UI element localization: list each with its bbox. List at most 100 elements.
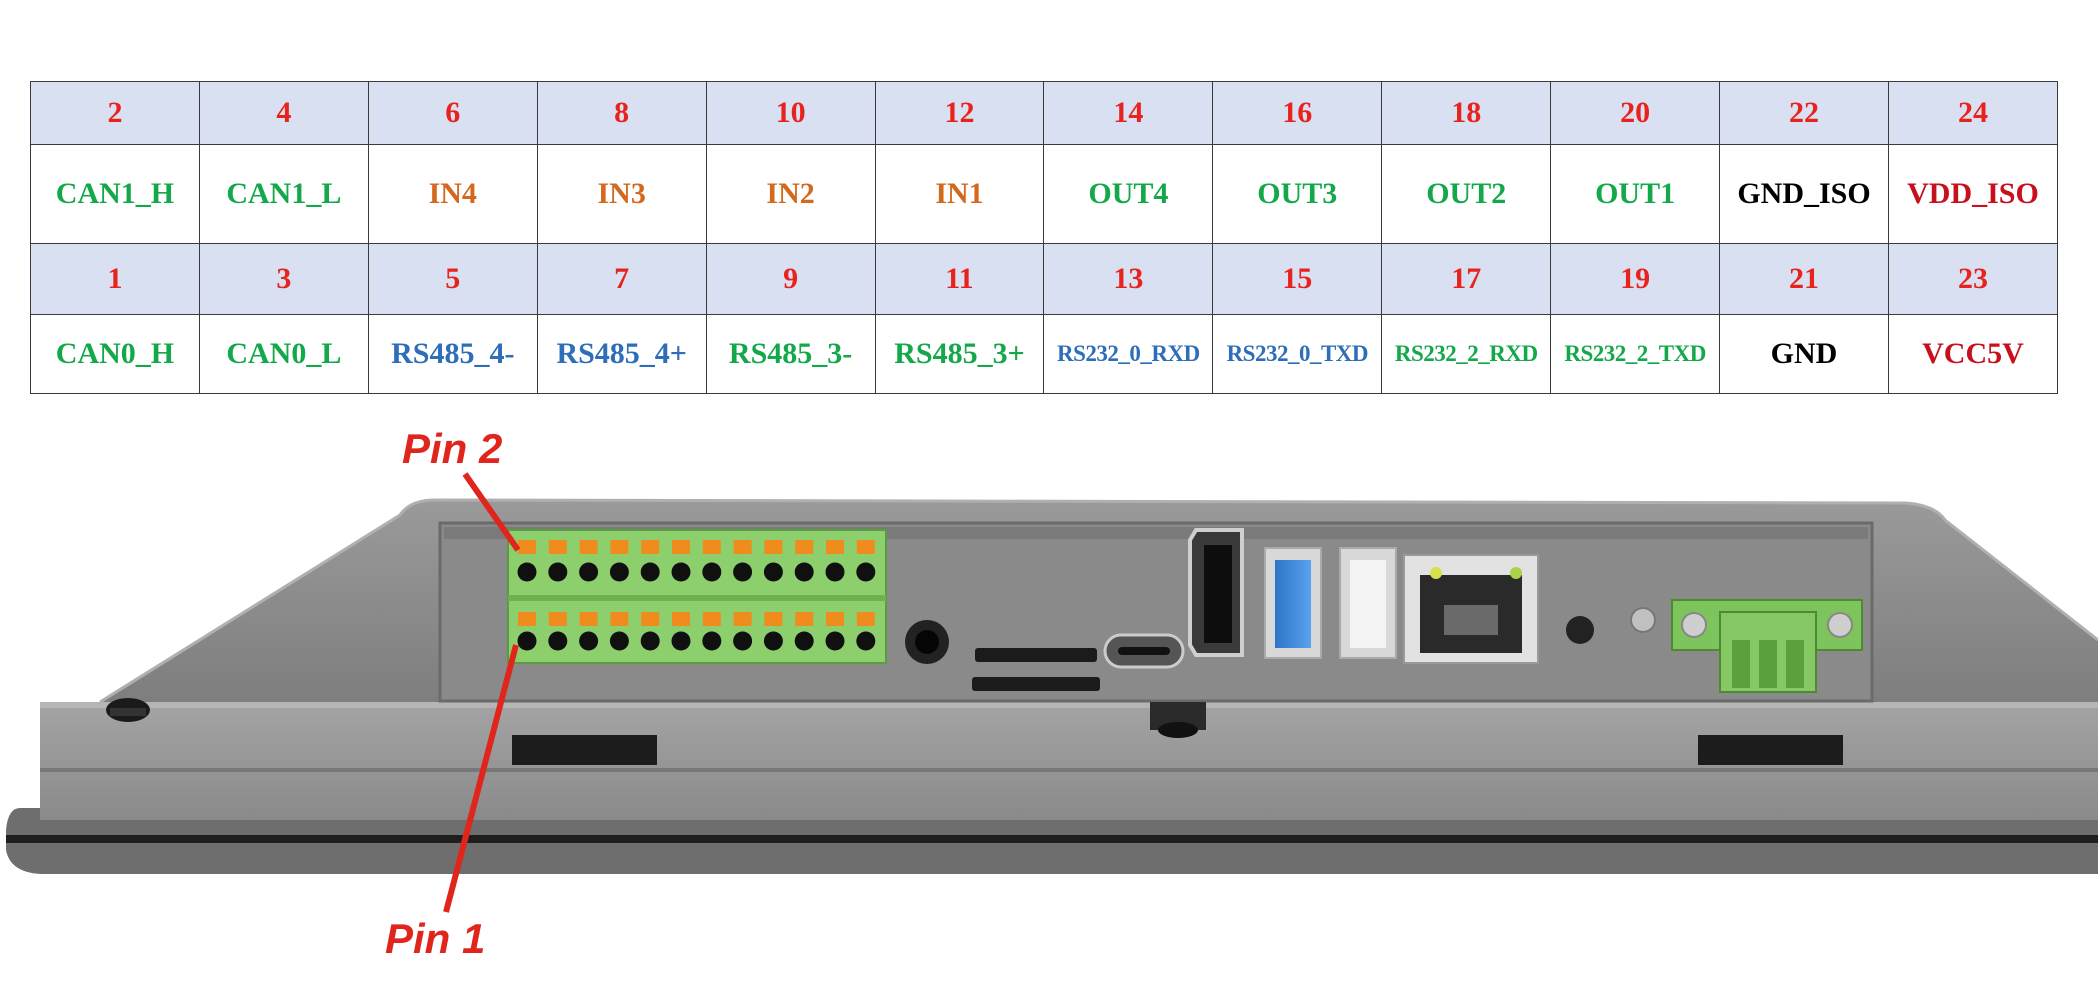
ethernet-port bbox=[1403, 554, 1539, 664]
pin1-leader bbox=[443, 644, 519, 913]
terminal-lever bbox=[610, 612, 629, 626]
pin-number-cell: 20 bbox=[1550, 80, 1721, 146]
terminal-hole bbox=[671, 562, 691, 582]
audio-jack bbox=[905, 620, 949, 664]
terminal-lever bbox=[579, 612, 598, 626]
terminal-lever bbox=[518, 612, 536, 626]
power-terminal bbox=[1671, 599, 1863, 693]
pin-number-cell: 18 bbox=[1381, 80, 1552, 146]
usb2-port bbox=[1339, 547, 1397, 659]
pin-number-cell: 3 bbox=[198, 242, 369, 315]
terminal-lever bbox=[764, 612, 783, 626]
signal-cell: RS232_2_TXD bbox=[1550, 313, 1721, 395]
pin-number-cell: 12 bbox=[874, 80, 1045, 146]
sd-card-slot bbox=[975, 648, 1097, 662]
signal-cell: RS485_4+ bbox=[536, 313, 707, 395]
mount-slot-right bbox=[1698, 735, 1843, 765]
terminal-lever bbox=[702, 540, 721, 554]
terminal-hole bbox=[825, 631, 845, 651]
signal-cell: OUT1 bbox=[1550, 144, 1721, 244]
pin-number-cell: 5 bbox=[367, 242, 538, 315]
terminal-lever bbox=[764, 540, 783, 554]
signal-cell: RS232_0_TXD bbox=[1212, 313, 1383, 395]
pin-number-cell: 7 bbox=[536, 242, 707, 315]
hdmi-port bbox=[1188, 528, 1244, 657]
terminal-hole bbox=[548, 631, 568, 651]
signal-cell: RS232_0_RXD bbox=[1043, 313, 1214, 395]
terminal-hole bbox=[671, 631, 691, 651]
terminal-hole bbox=[856, 562, 876, 582]
pin-number-cell: 23 bbox=[1887, 242, 2059, 315]
even-signal-row: CAN1_H CAN1_L IN4 IN3 IN2 IN1 OUT4 OUT3 … bbox=[30, 144, 2059, 244]
pinout-table: 2 4 6 8 10 12 14 16 18 20 22 24 CAN1_H C… bbox=[30, 80, 2059, 395]
pin-number-cell: 16 bbox=[1212, 80, 1383, 146]
sim-card-slot bbox=[972, 677, 1100, 691]
usb-c-port bbox=[1103, 633, 1185, 669]
terminal-hole bbox=[702, 631, 722, 651]
odd-pin-number-row: 1 3 5 7 9 11 13 15 17 19 21 23 bbox=[30, 242, 2059, 315]
terminal-lever bbox=[641, 612, 660, 626]
terminal-hole bbox=[794, 631, 814, 651]
signal-cell: GND bbox=[1719, 313, 1889, 395]
pin-number-cell: 22 bbox=[1719, 80, 1889, 146]
pin-number-cell: 11 bbox=[874, 242, 1045, 315]
terminal-lever bbox=[795, 540, 814, 554]
pin-number-cell: 9 bbox=[705, 242, 876, 315]
pin2-leader bbox=[462, 472, 521, 552]
pin-number-cell: 8 bbox=[536, 80, 707, 146]
terminal-hole bbox=[517, 562, 537, 582]
terminal-lever bbox=[641, 540, 660, 554]
terminal-hole bbox=[609, 631, 629, 651]
front-bezel-edge bbox=[6, 835, 2098, 843]
terminal-block bbox=[507, 529, 887, 664]
terminal-hole bbox=[733, 631, 753, 651]
signal-cell: GND_ISO bbox=[1719, 144, 1889, 244]
terminal-lever bbox=[733, 540, 752, 554]
terminal-lever bbox=[672, 612, 690, 626]
signal-cell: IN1 bbox=[874, 144, 1045, 244]
pin-number-cell: 1 bbox=[30, 242, 200, 315]
signal-cell: RS485_3+ bbox=[874, 313, 1045, 395]
signal-cell: RS485_3- bbox=[705, 313, 876, 395]
terminal-hole bbox=[763, 631, 783, 651]
terminal-lever bbox=[610, 540, 629, 554]
terminal-lever bbox=[733, 612, 752, 626]
center-screw bbox=[1150, 702, 1206, 738]
pin2-callout: Pin 2 bbox=[402, 425, 503, 472]
terminal-lever bbox=[518, 540, 536, 554]
terminal-lever bbox=[548, 540, 567, 554]
terminal-lever bbox=[856, 540, 875, 554]
terminal-lever bbox=[672, 540, 690, 554]
pin-number-cell: 24 bbox=[1887, 80, 2059, 146]
pin-number-cell: 21 bbox=[1719, 242, 1889, 315]
signal-cell: OUT3 bbox=[1212, 144, 1383, 244]
terminal-hole bbox=[640, 562, 660, 582]
signal-cell: IN3 bbox=[536, 144, 707, 244]
terminal-lever bbox=[579, 540, 598, 554]
signal-cell: CAN0_L bbox=[198, 313, 369, 395]
terminal-hole bbox=[825, 562, 845, 582]
terminal-hole bbox=[609, 562, 629, 582]
signal-cell: VCC5V bbox=[1887, 313, 2059, 395]
terminal-hole bbox=[856, 631, 876, 651]
odd-signal-row: CAN0_H CAN0_L RS485_4- RS485_4+ RS485_3-… bbox=[30, 313, 2059, 395]
terminal-hole bbox=[517, 631, 537, 651]
terminal-hole bbox=[702, 562, 722, 582]
status-led bbox=[1630, 607, 1656, 633]
terminal-hole bbox=[794, 562, 814, 582]
terminal-hole bbox=[579, 562, 599, 582]
pin-number-cell: 17 bbox=[1381, 242, 1552, 315]
terminal-lever bbox=[795, 612, 814, 626]
terminal-hole bbox=[640, 631, 660, 651]
pin-number-cell: 10 bbox=[705, 80, 876, 146]
terminal-hole bbox=[579, 631, 599, 651]
mount-slot-left bbox=[512, 735, 657, 765]
pin-number-cell: 2 bbox=[30, 80, 200, 146]
terminal-hole bbox=[763, 562, 783, 582]
terminal-lever bbox=[548, 612, 567, 626]
signal-cell: RS232_2_RXD bbox=[1381, 313, 1552, 395]
pin-number-cell: 15 bbox=[1212, 242, 1383, 315]
terminal-lever bbox=[856, 612, 875, 626]
terminal-lever bbox=[702, 612, 721, 626]
